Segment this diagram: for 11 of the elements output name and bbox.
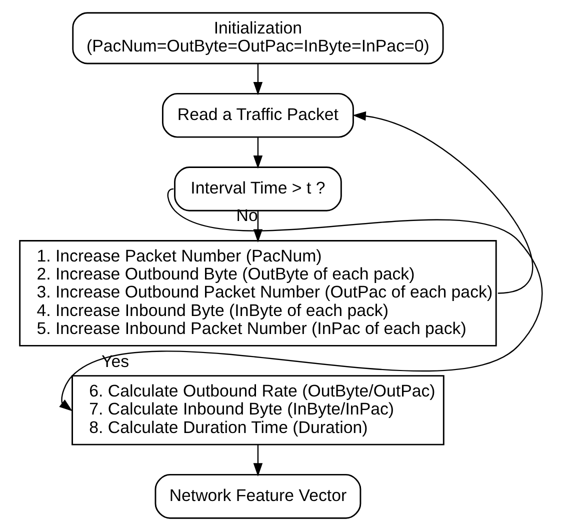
node-box: 1. Increase Packet Number (PacNum) 2. Increase Outbound Byte (OutByte of each pack) 3. Increase Outbound Packet Number (OutPac of each pack) 4. Increase Inbound Byte (InByte of each pack) 5. Increase Inbound Packet Number (InPac of each pack) bbox=[18, 240, 496, 346]
node-box: Network Feature Vector bbox=[154, 474, 361, 519]
arrow bbox=[58, 188, 542, 412]
edge-label: Yes bbox=[101, 352, 129, 371]
node-box: Read a Traffic Packet bbox=[161, 92, 354, 138]
arrow bbox=[252, 64, 262, 96]
arrow bbox=[352, 111, 533, 294]
node-box: 6. Calculate Outbound Rate (OutByte/OutPac) 7. Calculate Inbound Byte (InByte/InPac) 8. Calculate Duration Time (Duration) bbox=[71, 375, 444, 446]
arrow bbox=[252, 445, 262, 476]
arrow bbox=[252, 137, 262, 169]
node-box: Initialization (PacNum=OutByte=OutPac=InByte=InPac=0) bbox=[72, 12, 444, 64]
